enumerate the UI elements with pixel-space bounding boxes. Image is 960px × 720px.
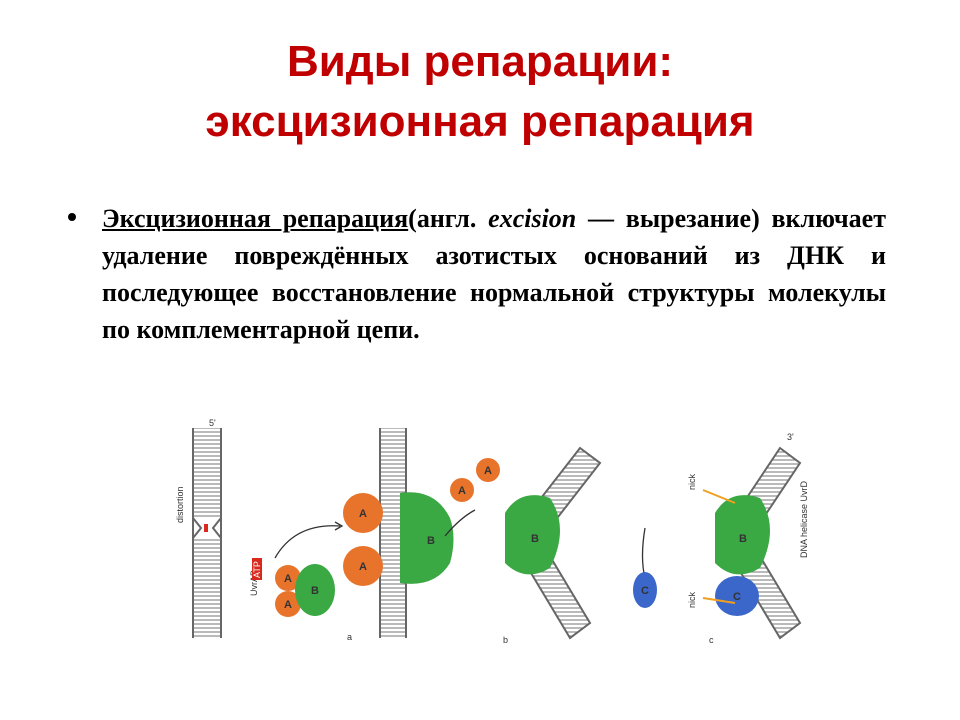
title-line-1: Виды репарации: xyxy=(286,37,674,86)
english-word: excision xyxy=(488,204,577,233)
protein-c-icon xyxy=(633,572,657,608)
nick-marker xyxy=(702,597,736,604)
protein-a-icon xyxy=(343,493,383,533)
protein-a-icon xyxy=(275,591,301,617)
uvrab-label: UvrAB xyxy=(249,570,259,596)
helicase-label: DNA helicase UvrD xyxy=(799,480,809,558)
bullet-item: Эксцизионная репарация(англ. excision — … xyxy=(68,200,886,348)
distortion-label: distortion xyxy=(175,486,185,523)
atp-label: ATP xyxy=(252,561,262,578)
panel-b-label: b xyxy=(503,635,508,645)
protein-b-label: B xyxy=(531,533,539,545)
protein-a-icon xyxy=(275,565,301,591)
protein-b-label: B xyxy=(311,585,319,597)
title-line-2: эксцизионная репарация xyxy=(205,97,755,146)
protein-b-icon xyxy=(505,495,560,575)
protein-c-label: C xyxy=(733,591,741,603)
atp-badge xyxy=(252,558,262,580)
bullet-dot-icon xyxy=(68,213,76,221)
protein-a-icon xyxy=(343,546,383,586)
panel-c-label: c xyxy=(709,635,714,645)
protein-a-label: A xyxy=(284,599,292,611)
protein-a-icon xyxy=(476,458,500,482)
excision-repair-diagram: distortion 5' UvrAB ATP A A B A A B a A … xyxy=(175,418,825,658)
panel-a-label: a xyxy=(347,632,352,642)
protein-c-label: C xyxy=(641,585,649,597)
dna-straight-left xyxy=(192,428,222,638)
paren-open: (англ. xyxy=(408,204,489,233)
nick-bottom-label: nick xyxy=(687,591,697,608)
protein-a-label: A xyxy=(284,573,292,585)
nick-top-label: nick xyxy=(687,473,697,490)
term-excision-repair: Эксцизионная репарация xyxy=(102,204,409,233)
protein-a-label: A xyxy=(484,465,492,477)
protein-a-label: A xyxy=(359,561,367,573)
protein-a-label: A xyxy=(359,508,367,520)
five-prime-label: 5' xyxy=(209,418,216,428)
bullet-text: Эксцизионная репарация(англ. excision — … xyxy=(102,200,886,348)
protein-b-label: B xyxy=(739,533,747,545)
protein-b-icon xyxy=(715,495,770,575)
protein-c-icon xyxy=(715,576,759,616)
slide-title: Виды репарации: эксцизионная репарация xyxy=(0,32,960,152)
definition-text: — вырезание) включает удаление повреждён… xyxy=(102,204,886,344)
protein-a-label: A xyxy=(458,485,466,497)
nick-marker xyxy=(702,489,736,504)
protein-b-icon xyxy=(400,492,454,584)
protein-b-icon xyxy=(295,564,335,616)
three-prime-label: 3' xyxy=(787,432,794,442)
diagram-svg: distortion 5' UvrAB ATP A A B A A B a A … xyxy=(175,418,809,645)
protein-b-label: B xyxy=(427,535,435,547)
protein-a-icon xyxy=(450,478,474,502)
